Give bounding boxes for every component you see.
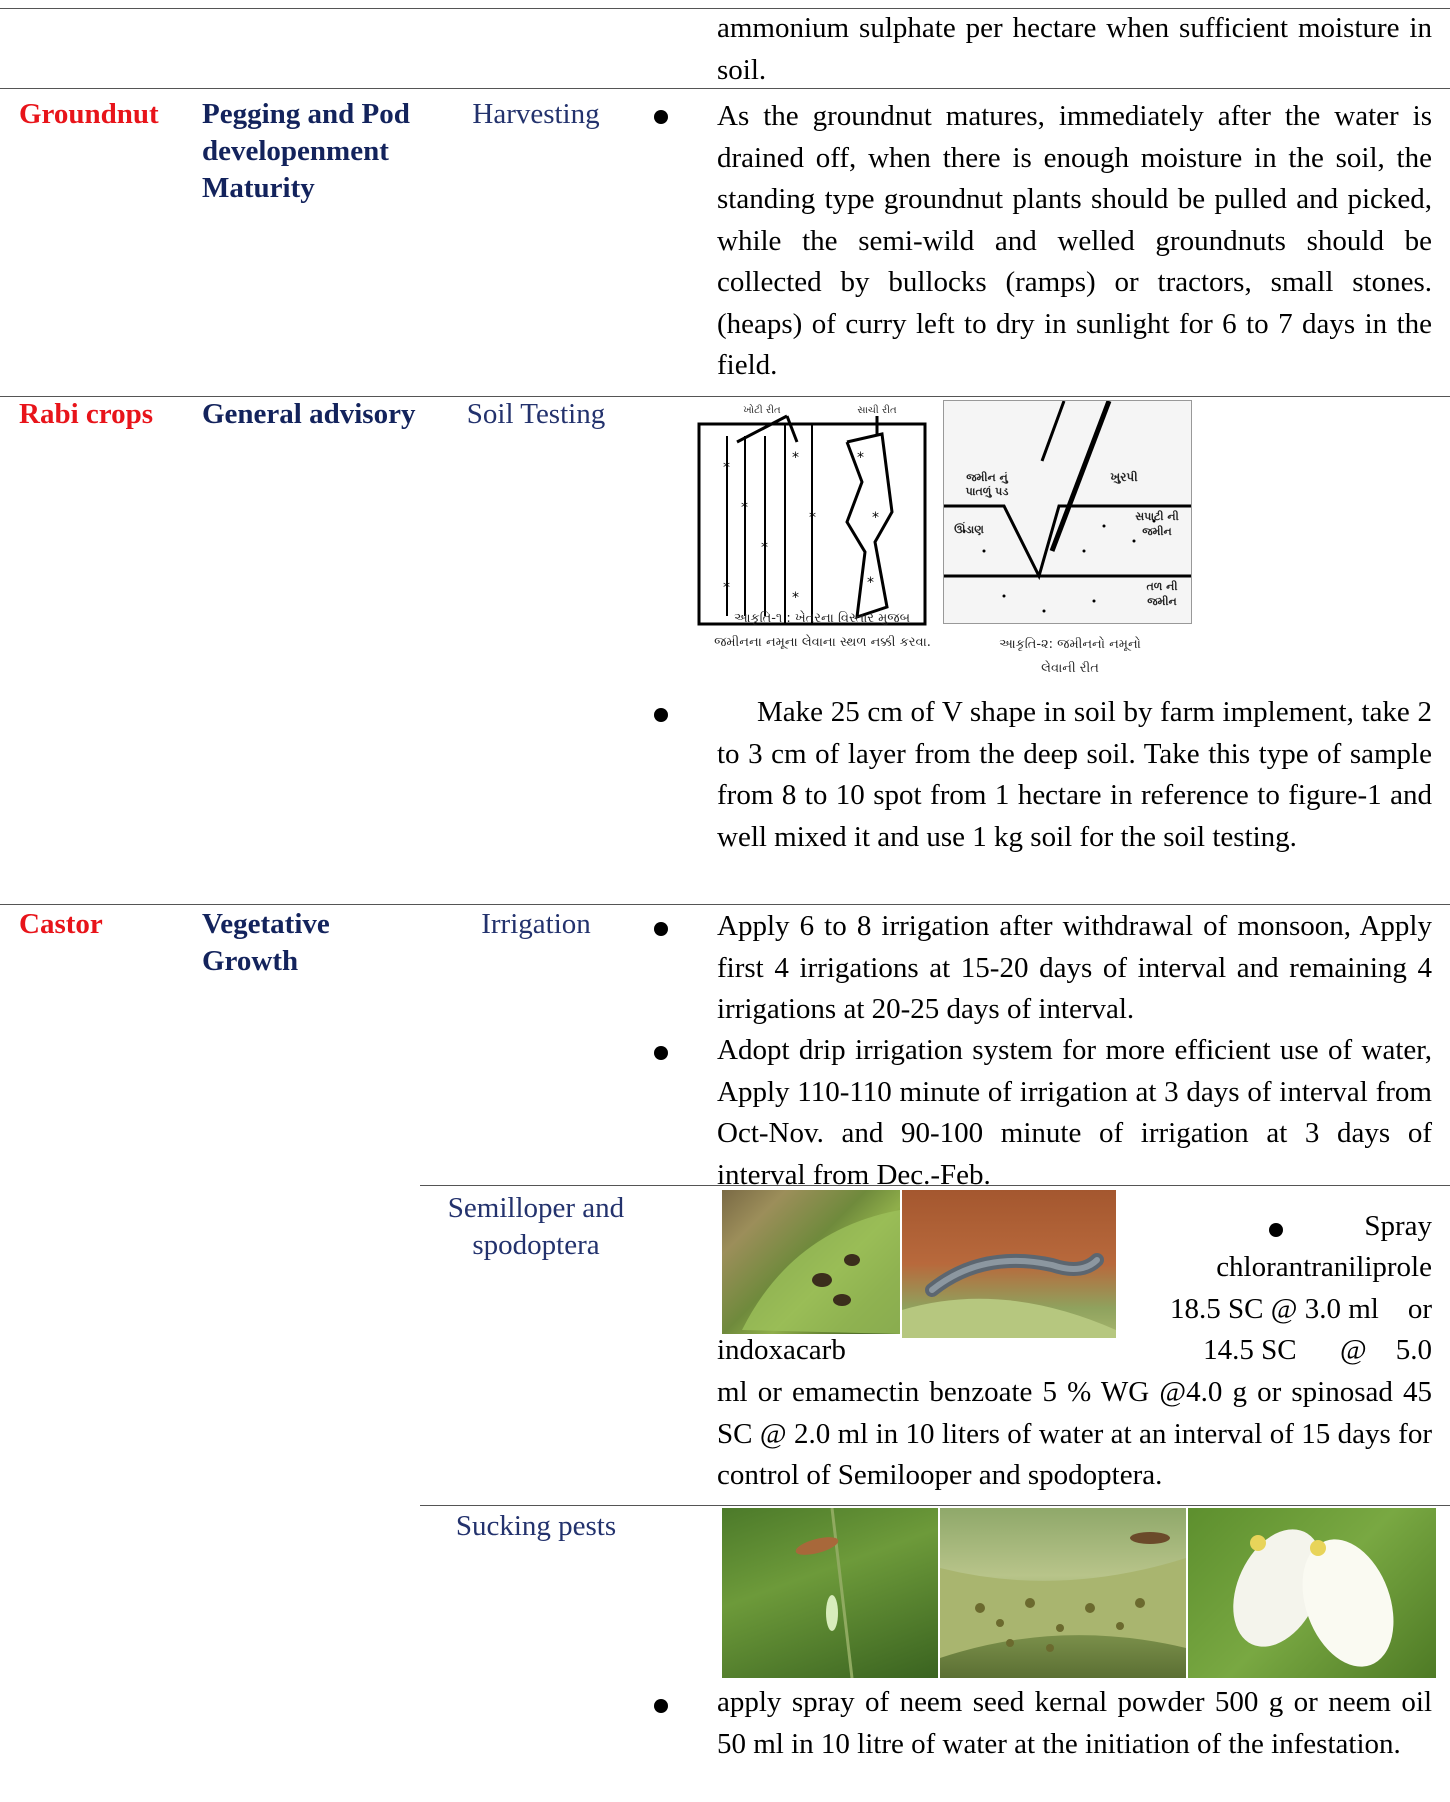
figure-label: ખુરપી (1110, 470, 1138, 484)
table-rule (420, 1505, 1450, 1506)
soil-sampling-figure-1: * * * * * * * * * * ખોટી રીત સાચી રીત (697, 402, 935, 664)
crop-name: Rabi crops (19, 398, 154, 430)
advisory-topic: Irrigation (481, 908, 591, 940)
advice-text: 18.5 SC @ 3.0 ml or (1170, 1293, 1432, 1325)
svg-text:*: * (723, 460, 730, 476)
advice-text: Apply 6 to 8 irrigation after withdrawal… (717, 910, 1432, 1025)
svg-text:*: * (872, 510, 879, 526)
figure-label: તળ ની જમીન (1146, 580, 1178, 608)
advice-text: indoxacarb (717, 1334, 846, 1366)
svg-text:*: * (792, 450, 799, 466)
advisory-topic: Sucking pests (455, 1510, 617, 1542)
svg-text:*: * (761, 540, 768, 556)
figure-label: સાચી રીત (857, 405, 897, 416)
table-rule (420, 1185, 1450, 1186)
advice-text: Make 25 cm of V shape in soil by farm im… (717, 696, 1432, 853)
table-rule (0, 88, 1450, 89)
figure-label: ઊંડાણ (954, 523, 984, 536)
table-rule (0, 396, 1450, 397)
svg-text:*: * (809, 510, 816, 526)
advisory-topic: Harvesting (472, 98, 600, 130)
figure-caption: જમીનના નમૂના લેવાના સ્થળ નક્કી કરવા. (714, 635, 931, 650)
figure-caption: આકૃતિ-૧ : ખેતરના વિસ્તાર મુજબ (733, 611, 911, 626)
advice-text: ammonium sulphate per hectare when suffi… (717, 12, 1432, 86)
advice-text: As the groundnut matures, immediately af… (717, 100, 1432, 381)
bullet (1269, 1223, 1283, 1237)
figure-label: ખોટી રીત (743, 405, 781, 416)
crop-stage: Vegetative Growth (202, 908, 330, 977)
bullet (654, 922, 668, 936)
svg-text:*: * (741, 500, 748, 516)
crop-stage: General advisory (202, 398, 416, 430)
advice-text: apply spray of neem seed kernal powder 5… (717, 1686, 1432, 1760)
caterpillar-photo (902, 1190, 1116, 1338)
jassid-photo (722, 1508, 938, 1678)
svg-text:*: * (792, 590, 799, 606)
advice-text: Spray (1364, 1210, 1432, 1242)
table-rule (0, 904, 1450, 905)
advice-text: chlorantraniliprole (1216, 1251, 1432, 1283)
bullet (654, 1699, 668, 1713)
bullet (654, 1046, 668, 1060)
advice-text: 14.5 SC @ 5.0 (1203, 1334, 1432, 1366)
advisory-topic: Soil Testing (466, 398, 606, 430)
svg-text:*: * (867, 575, 874, 591)
figure-label: સપાટી ની જમીન (1135, 510, 1179, 538)
advisory-topic: Semilloper and spodoptera (447, 1192, 625, 1261)
leaf-damage-photo (722, 1190, 900, 1334)
figure-caption: લેવાની રીત (1041, 661, 1099, 676)
bullet (654, 110, 668, 124)
crop-name: Castor (19, 908, 103, 940)
figure-caption: આકૃતિ-૨: જમીનનો નમૂનો (999, 637, 1141, 652)
table-rule-top (0, 8, 1450, 9)
soil-sampling-figure-2: જમીન નું પાતળું પડ ખુરપી ઊંડાણ સપાટી ની … (943, 400, 1192, 624)
whitefly-photo (1188, 1508, 1436, 1678)
svg-text:*: * (723, 580, 730, 596)
svg-text:*: * (857, 450, 864, 466)
figure-label: જમીન નું પાતળું પડ (965, 471, 1009, 498)
advice-text: Adopt drip irrigation system for more ef… (717, 1034, 1432, 1191)
crop-stage: Pegging and Pod developenment Maturity (202, 98, 410, 204)
crop-name: Groundnut (19, 98, 159, 130)
bullet (654, 708, 668, 722)
advice-text: ml or emamectin benzoate 5 % WG @4.0 g o… (717, 1376, 1432, 1491)
aphid-photo (940, 1508, 1186, 1678)
